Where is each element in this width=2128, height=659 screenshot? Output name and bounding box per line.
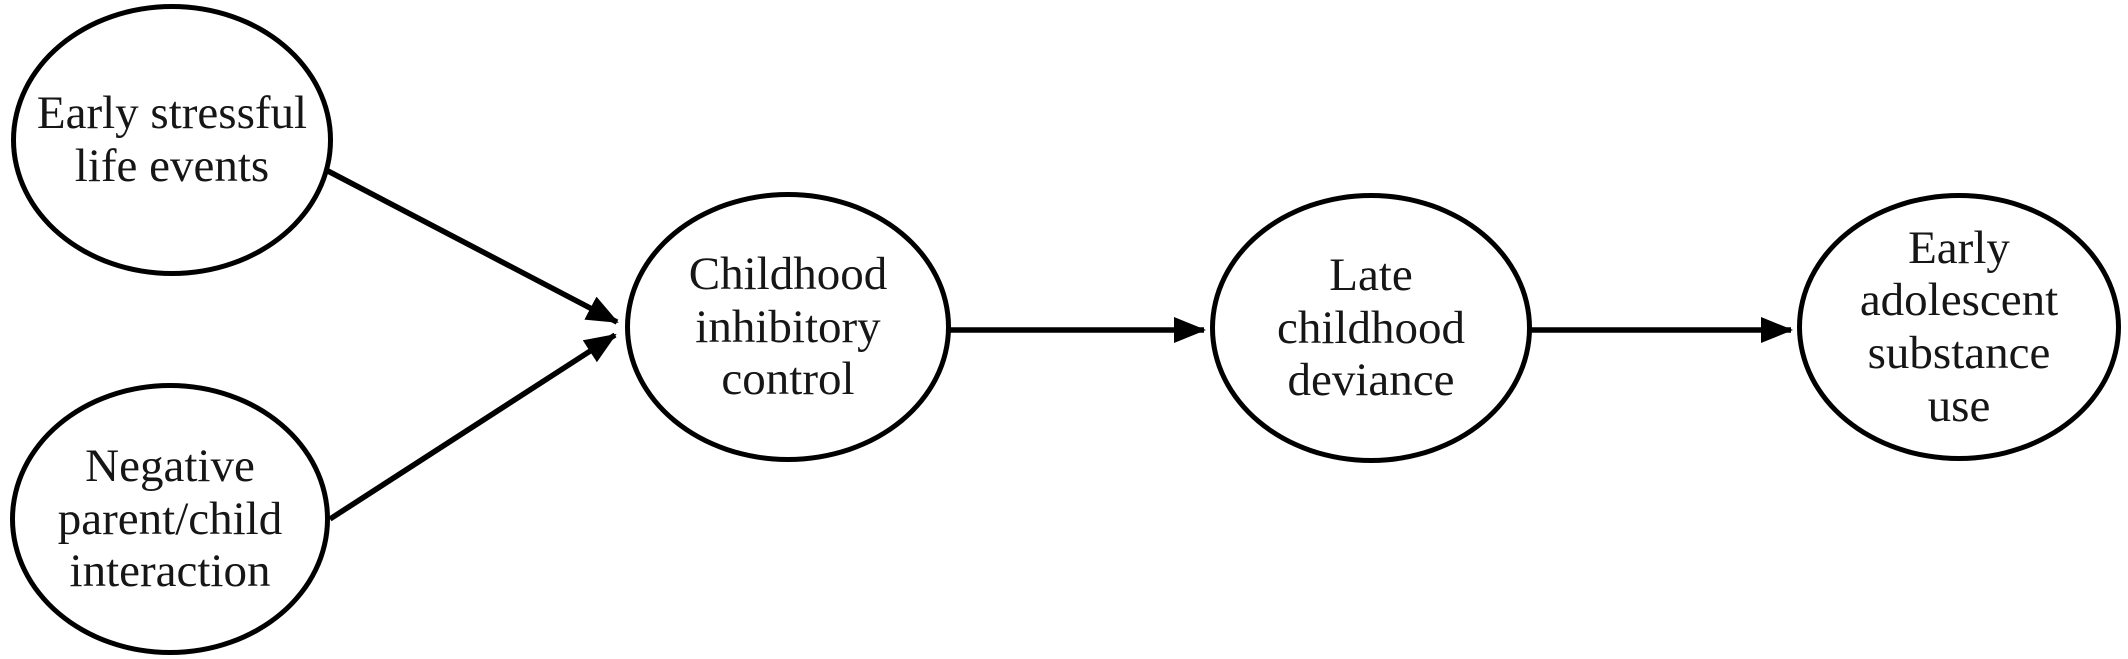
- node-late-childhood-deviance: Late childhood deviance: [1210, 193, 1532, 463]
- node-childhood-inhibitory-control: Childhood inhibitory control: [625, 192, 951, 462]
- node-early-stressful-life-events: Early stressful life events: [11, 4, 333, 276]
- node-label: Late childhood deviance: [1277, 249, 1465, 407]
- edge-parentchild-to-inhibitory: [328, 332, 617, 522]
- node-label: Early stressful life events: [36, 87, 308, 192]
- node-label: Childhood inhibitory control: [688, 248, 888, 406]
- node-label: Negative parent/child interaction: [57, 440, 283, 598]
- node-negative-parent-child-interaction: Negative parent/child interaction: [10, 383, 330, 655]
- node-label: Early adolescent substance use: [1859, 221, 2059, 432]
- node-early-adolescent-substance-use: Early adolescent substance use: [1797, 193, 2121, 461]
- edge-stress-to-inhibitory: [324, 167, 619, 325]
